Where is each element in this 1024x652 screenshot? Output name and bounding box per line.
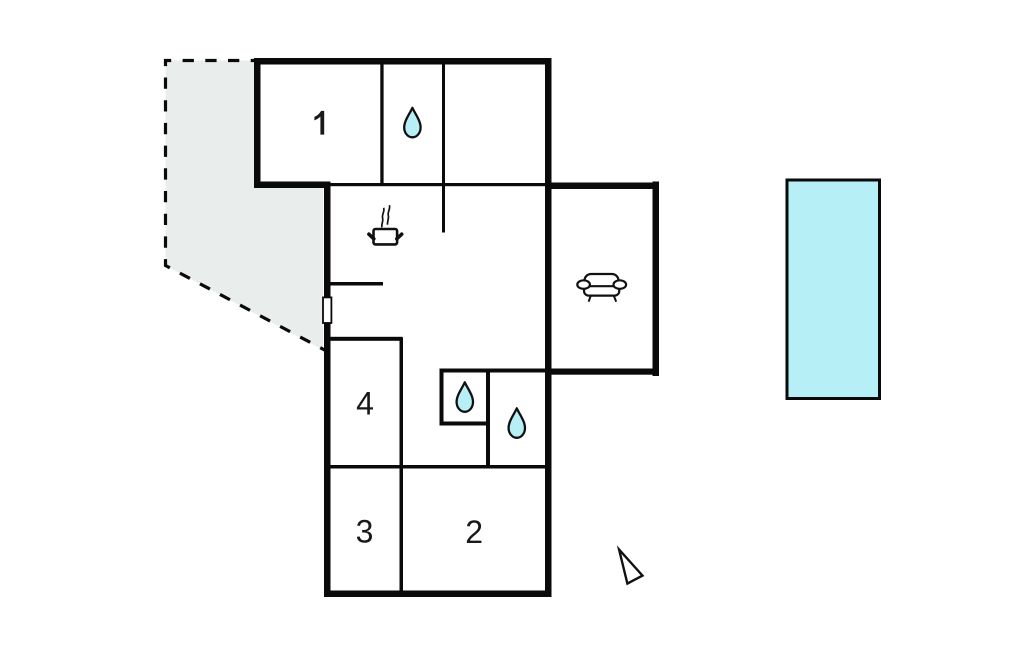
- svg-text:3: 3: [356, 514, 374, 550]
- svg-text:4: 4: [356, 386, 374, 422]
- svg-text:2: 2: [465, 514, 483, 550]
